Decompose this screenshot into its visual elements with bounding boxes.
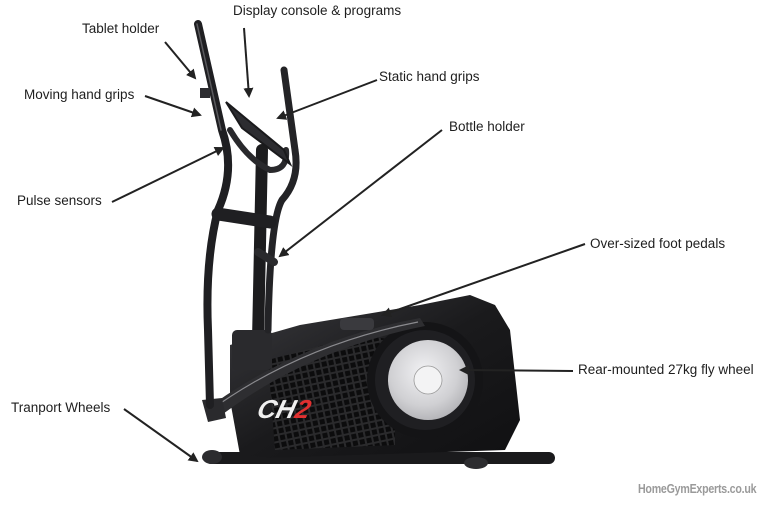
annotation-arrows [111,27,586,463]
foot-pedal-arm [205,318,425,420]
arrow-moving-grips [144,95,202,118]
arrow-wheels [123,408,199,463]
foot-pedal [340,318,374,330]
arrow-flywheel [459,365,574,376]
model-badge: CH 2 [254,394,314,424]
drive-housing [202,295,520,458]
arrow-static-grips [276,79,378,120]
bottle-holder [254,248,278,266]
label-moving-hand-grips: Moving hand grips [24,87,135,102]
arrow-pedals [381,243,586,318]
label-display-console: Display console & programs [233,3,402,18]
arrow-bottle [278,129,443,258]
handle-crossbar [211,207,277,229]
watermark: HomeGymExperts.co.uk [637,481,757,496]
badge-ch: CH [254,394,300,424]
label-bottle-holder: Bottle holder [449,119,525,134]
moving-handle-right [264,66,300,334]
flywheel-hub [413,365,443,395]
label-transport-wheels: Tranport Wheels [11,400,111,415]
label-static-hand-grips: Static hand grips [379,69,480,84]
rear-foot [464,457,488,469]
tablet-holder [200,88,210,98]
label-foot-pedals: Over-sized foot pedals [590,236,726,251]
arrow-tablet [164,41,197,80]
transport-wheel [202,450,222,464]
label-flywheel: Rear-mounted 27kg fly wheel [578,362,754,377]
upright-column [194,20,300,409]
label-pulse-sensors: Pulse sensors [17,193,102,208]
display-console [225,101,293,168]
label-tablet-holder: Tablet holder [82,21,160,36]
arrow-display [243,27,254,98]
arrow-pulse [111,147,225,203]
